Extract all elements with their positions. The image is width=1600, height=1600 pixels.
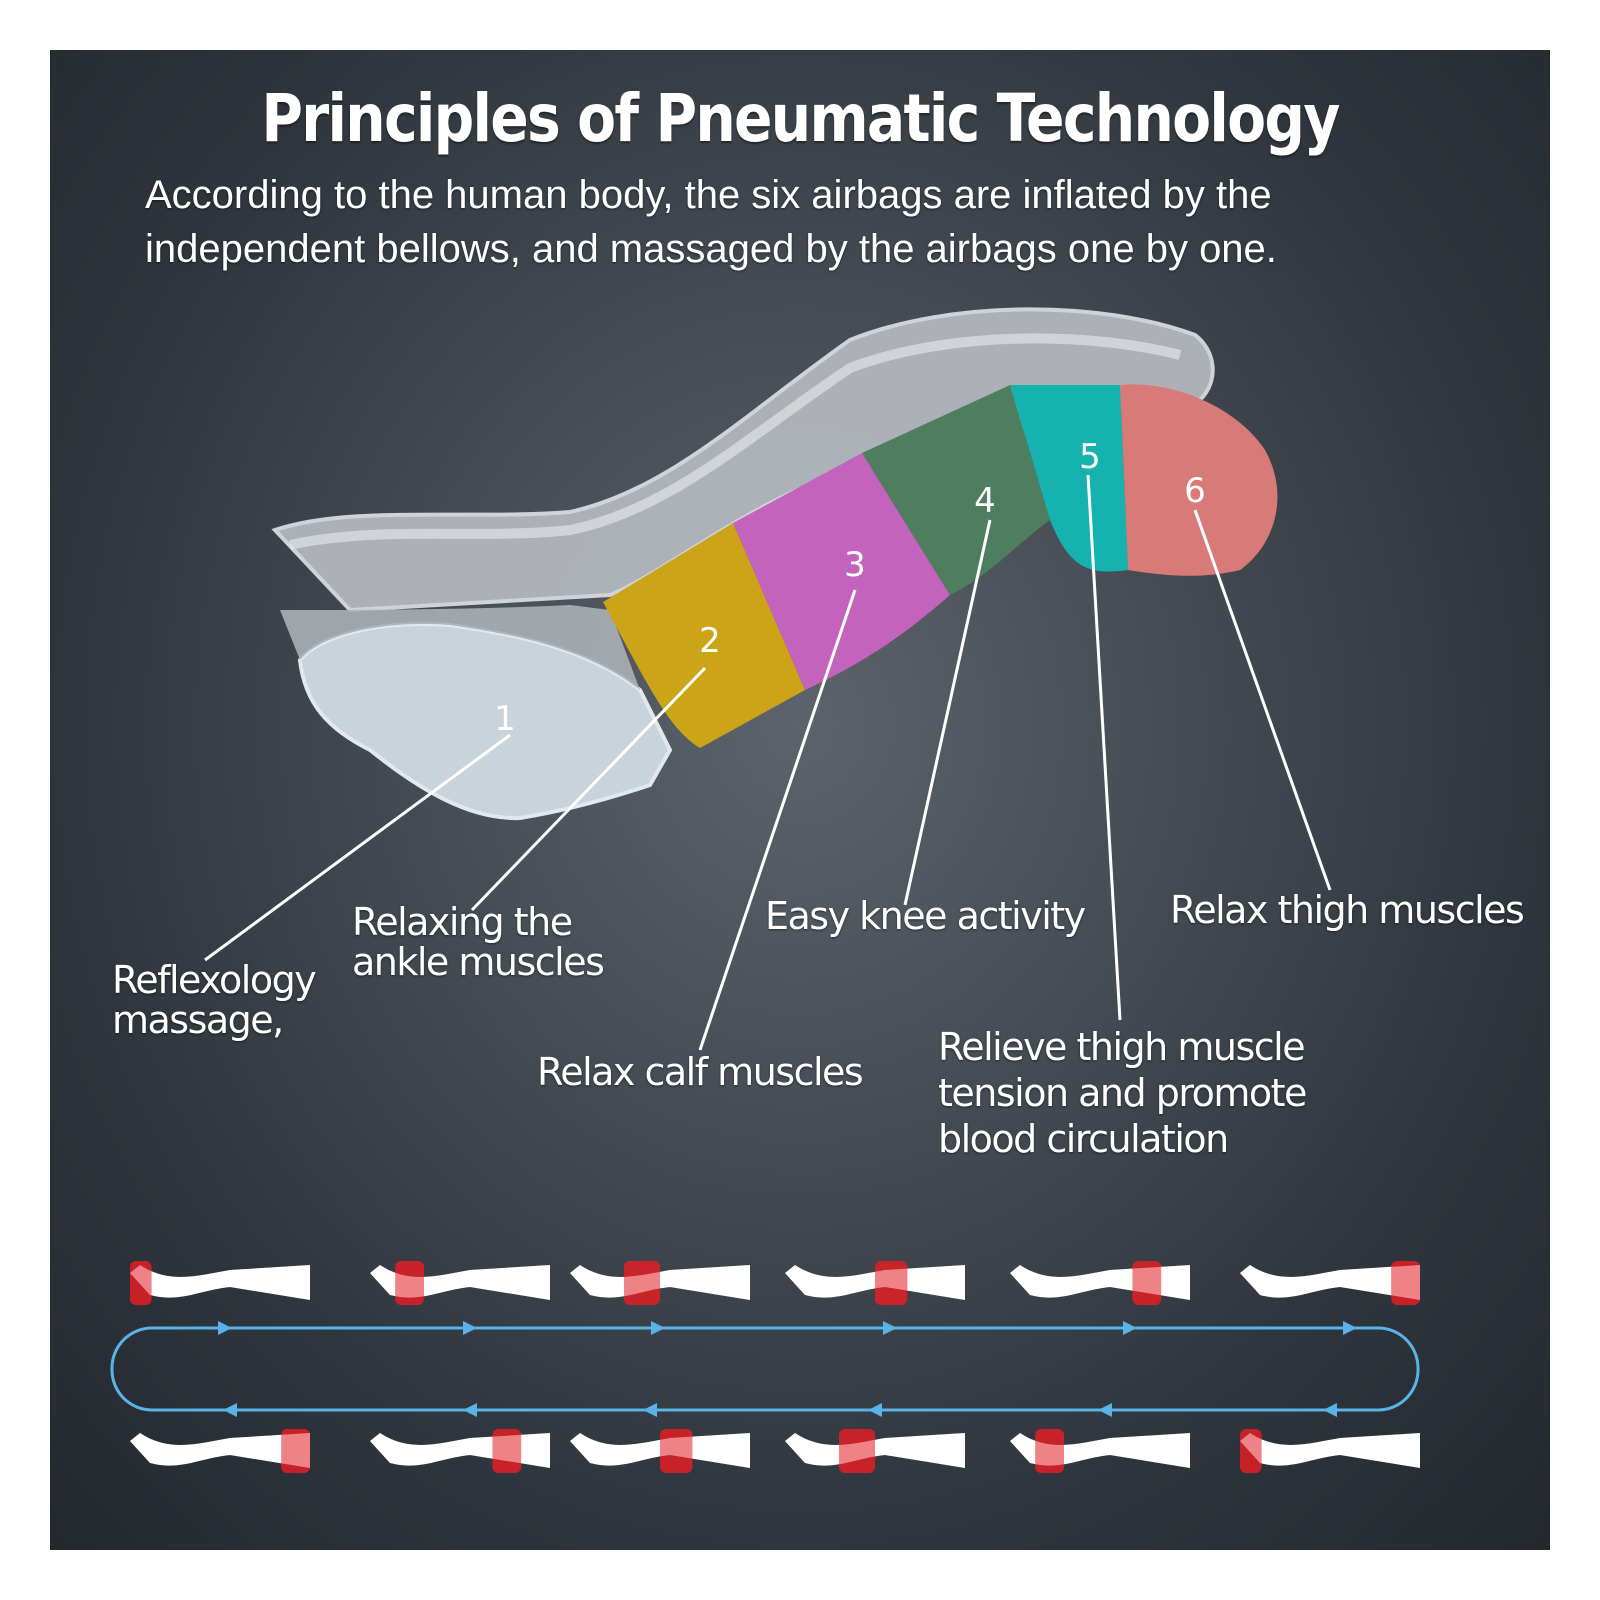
callout-label-6: Relax thigh muscles xyxy=(1170,888,1525,932)
callout-label-5: Relieve thigh muscle tension and promote… xyxy=(938,1025,1307,1161)
leg-silhouette xyxy=(1240,1265,1420,1300)
cycle-arrow-top-5 xyxy=(1123,1321,1137,1335)
inflated-zone-highlight xyxy=(130,1261,152,1305)
leg-silhouette xyxy=(1010,1433,1190,1468)
leg-silhouette xyxy=(1010,1265,1190,1300)
cycle-legs-bottom-row xyxy=(130,1429,1420,1473)
callout-line-6 xyxy=(1193,509,1332,891)
leg-silhouette xyxy=(785,1265,965,1300)
inflated-zone-highlight xyxy=(1391,1261,1420,1305)
inflated-zone-highlight xyxy=(875,1261,908,1305)
leg-silhouette xyxy=(570,1265,750,1300)
callout-line-5 xyxy=(1086,474,1122,1021)
callout-line-3 xyxy=(698,589,857,1051)
inflated-zone-highlight xyxy=(660,1429,693,1473)
cycle-leg-bottom-1 xyxy=(130,1429,310,1473)
airbag-3-segment xyxy=(733,453,950,690)
cycle-arrow-top-1 xyxy=(218,1321,232,1335)
page-title: Principles of Pneumatic Technology xyxy=(261,80,1340,157)
callout-lines xyxy=(204,474,1332,1051)
inflated-zone-highlight xyxy=(281,1429,310,1473)
callout-label-1: Reflexology massage, xyxy=(112,958,317,1042)
cycle-arrow-bottom-3 xyxy=(643,1403,657,1417)
leg-wrap-foot xyxy=(297,622,673,821)
leg-silhouette xyxy=(370,1433,550,1468)
cycle-leg-top-4 xyxy=(785,1261,965,1305)
cycle-leg-top-6 xyxy=(1240,1261,1420,1305)
page-subtitle: According to the human body, the six air… xyxy=(145,173,1277,271)
leg-silhouette xyxy=(1240,1433,1420,1468)
leg-silhouette xyxy=(785,1433,965,1468)
cycle-legs-top-row xyxy=(130,1261,1420,1305)
callout-label-2: Relaxing the ankle muscles xyxy=(352,900,605,984)
infographic-panel: Principles of Pneumatic Technology Accor… xyxy=(50,50,1550,1550)
cycle-leg-bottom-5 xyxy=(1010,1429,1190,1473)
airbag-number-4: 4 xyxy=(974,481,996,521)
leg-silhouette xyxy=(1240,1265,1420,1300)
airbag-number-3: 3 xyxy=(844,545,866,585)
callout-label-3: Relax calf muscles xyxy=(537,1050,864,1094)
inflation-cycle xyxy=(110,1261,1420,1473)
leg-wrap-back-highlight xyxy=(288,333,1182,550)
cycle-leg-bottom-4 xyxy=(785,1429,965,1473)
inflated-zone-highlight xyxy=(624,1261,660,1305)
cycle-arrow-top-4 xyxy=(883,1321,897,1335)
airbag-number-6: 6 xyxy=(1184,471,1206,511)
cycle-leg-top-3 xyxy=(570,1261,750,1305)
leg-silhouette xyxy=(570,1433,750,1468)
cycle-arrow-bottom-6 xyxy=(1323,1403,1337,1417)
cycle-arrow-top-2 xyxy=(463,1321,477,1335)
leg-wrap-lower-shell xyxy=(280,605,640,690)
cycle-leg-bottom-2 xyxy=(370,1429,550,1473)
cycle-leg-top-1 xyxy=(130,1261,310,1305)
cycle-arrows xyxy=(218,1321,1357,1417)
leg-silhouette xyxy=(130,1433,310,1468)
callout-line-1 xyxy=(204,733,511,962)
callout-line-2 xyxy=(470,666,707,912)
inflated-zone-highlight xyxy=(1240,1429,1262,1473)
airbag-6-segment xyxy=(1120,384,1278,576)
cycle-leg-bottom-3 xyxy=(570,1429,750,1473)
leg-silhouette xyxy=(1240,1433,1420,1468)
airbag-2-segment xyxy=(603,523,805,748)
cycle-leg-top-2 xyxy=(370,1261,550,1305)
airbag-number-2: 2 xyxy=(699,621,721,661)
cycle-leg-bottom-6 xyxy=(1240,1429,1420,1473)
cycle-loop xyxy=(110,1326,1420,1412)
airbag-4-segment xyxy=(862,385,1050,595)
leg-silhouette xyxy=(130,1265,310,1300)
leg-silhouette xyxy=(370,1265,550,1300)
callout-line-4 xyxy=(903,519,992,906)
cycle-arrow-bottom-4 xyxy=(868,1403,882,1417)
cycle-arrow-top-6 xyxy=(1343,1321,1357,1335)
cycle-arrow-bottom-2 xyxy=(463,1403,477,1417)
inflated-zone-highlight xyxy=(1132,1261,1162,1305)
leg-silhouette xyxy=(130,1433,310,1468)
cycle-arrow-bottom-5 xyxy=(1098,1403,1112,1417)
leg-wrap-diagram: 1 2 3 4 5 6 xyxy=(110,307,1420,1473)
airbag-5-segment xyxy=(1010,385,1128,572)
callout-label-4: Easy knee activity xyxy=(765,894,1086,938)
inflated-zone-highlight xyxy=(395,1261,424,1305)
airbag-number-5: 5 xyxy=(1079,437,1101,477)
inflated-zone-highlight xyxy=(839,1429,875,1473)
cycle-leg-top-5 xyxy=(1010,1261,1190,1305)
cycle-arrow-bottom-1 xyxy=(223,1403,237,1417)
leg-silhouette xyxy=(130,1265,310,1300)
inflated-zone-highlight xyxy=(1035,1429,1064,1473)
airbag-number-1: 1 xyxy=(494,699,516,739)
inflated-zone-highlight xyxy=(492,1429,522,1473)
cycle-arrow-top-3 xyxy=(651,1321,665,1335)
